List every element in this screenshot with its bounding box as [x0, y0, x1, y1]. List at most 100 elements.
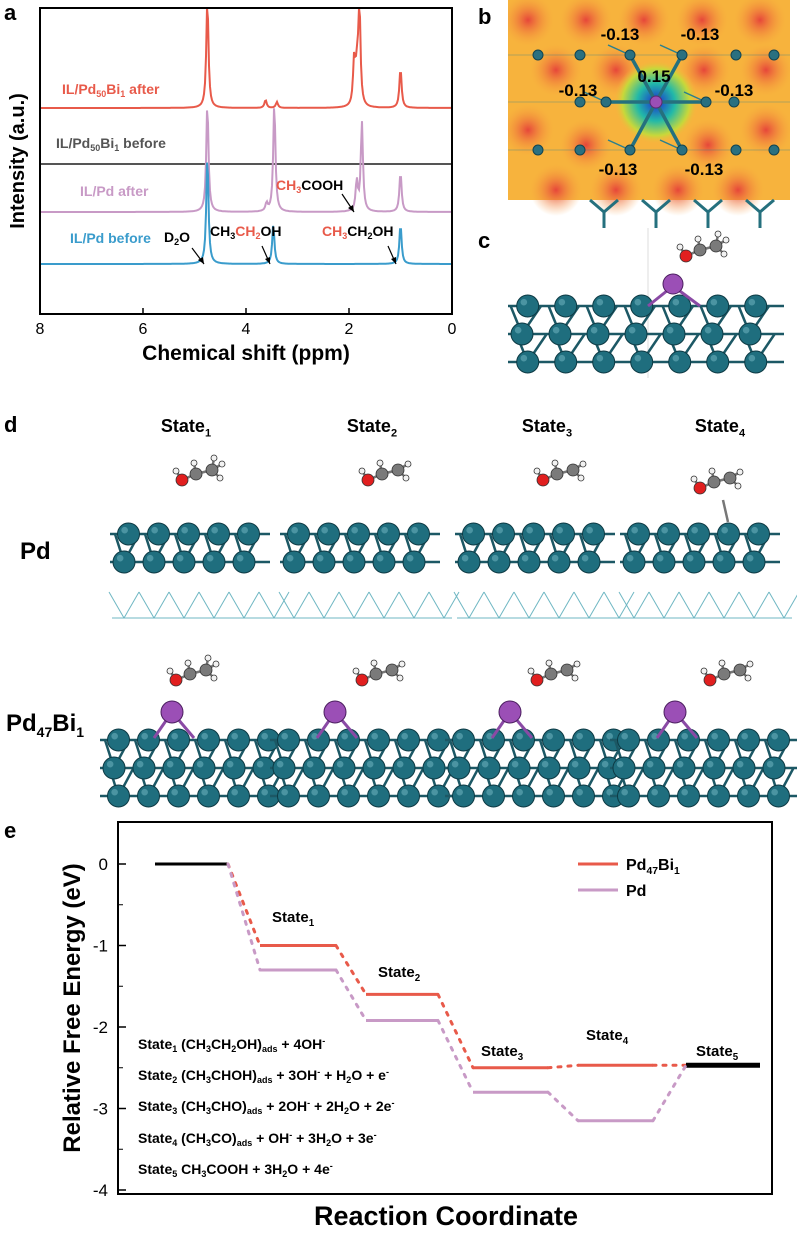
- oxygen-atom: [703, 673, 717, 687]
- oxygen-atom: [355, 673, 369, 687]
- energy-connector-Pd47Bi1: [226, 862, 262, 947]
- atom-highlight: [241, 526, 248, 534]
- support-line: [648, 591, 665, 619]
- atom-highlight: [456, 732, 463, 740]
- pd-atom: [132, 756, 156, 780]
- atom-highlight: [481, 760, 489, 768]
- pd-atom: [572, 728, 595, 752]
- charge-hotspot: [734, 0, 786, 46]
- atom-highlight: [106, 760, 114, 768]
- hydrogen-atom: [714, 230, 722, 238]
- carbon-atom: [723, 471, 737, 485]
- hydrogen-atom: [172, 467, 180, 475]
- pd-atom: [547, 550, 571, 574]
- atom-highlight: [651, 788, 658, 796]
- adsorbate-bond: [721, 499, 730, 523]
- carbon-atom: [707, 475, 721, 489]
- pd-atom: [507, 756, 531, 780]
- pd-atom: [532, 144, 544, 156]
- charge-map-lattice: [508, 44, 790, 228]
- atom-highlight: [276, 760, 284, 768]
- atom-highlight: [546, 732, 553, 740]
- atom-highlight: [281, 788, 288, 796]
- pd-atom: [167, 728, 190, 752]
- pd-atom: [452, 728, 475, 752]
- carbon-atom: [369, 667, 383, 681]
- pd-atom: [337, 728, 360, 752]
- pd-atom: [574, 144, 586, 156]
- atom-highlight: [646, 760, 654, 768]
- support-bond: [745, 198, 761, 214]
- atom-highlight: [346, 554, 354, 562]
- atom-highlight: [672, 354, 680, 362]
- pd-atom: [744, 350, 768, 374]
- pd-atom: [627, 522, 650, 546]
- hydrogen-atom: [736, 468, 744, 476]
- atom-highlight: [321, 526, 328, 534]
- support-line: [153, 591, 170, 619]
- hydrogen-atom: [533, 467, 541, 475]
- pd-atom: [676, 144, 688, 156]
- atom-highlight: [121, 526, 128, 534]
- atom-highlight: [741, 788, 748, 796]
- atom-highlight: [486, 788, 493, 796]
- atom-highlight: [341, 732, 348, 740]
- nmr-plot-frame: [39, 7, 453, 315]
- support-line: [168, 591, 185, 619]
- atom-highlight: [151, 526, 158, 534]
- hydrogen-atom: [218, 460, 226, 468]
- pd-atom: [542, 728, 565, 752]
- support-line: [783, 594, 797, 619]
- pd-atom: [552, 522, 575, 546]
- panel-label-d: d: [4, 412, 18, 437]
- oxygen-atom: [679, 249, 693, 263]
- pd-structure-1: [108, 454, 290, 619]
- support-line: [573, 591, 590, 619]
- atom-highlight: [704, 326, 712, 334]
- charge-hotspot: [508, 104, 554, 156]
- hydrogen-atom: [676, 243, 684, 251]
- support-line: [123, 591, 140, 619]
- atom-highlight: [491, 554, 499, 562]
- nmr-xtick-label: 4: [242, 321, 251, 338]
- support-line: [588, 591, 605, 619]
- atom-highlight: [634, 354, 642, 362]
- nmr-xtick-label: 0: [448, 321, 457, 338]
- nmr-series-group: [40, 7, 452, 265]
- pd-atom: [372, 550, 396, 574]
- pd-atom: [767, 728, 790, 752]
- pd-atom: [516, 350, 540, 374]
- atom-highlight: [751, 526, 758, 534]
- bi-atom: [649, 95, 663, 109]
- charge-hotspot: [560, 0, 612, 46]
- pd-atom: [768, 49, 780, 61]
- carbon-atom: [693, 243, 707, 257]
- pd-atom: [307, 784, 330, 808]
- atom-highlight: [141, 732, 148, 740]
- pd-atom: [747, 522, 770, 546]
- atom-highlight: [136, 760, 144, 768]
- energy-ylabel: Relative Free Energy (eV): [59, 863, 86, 1152]
- energy-equations: State1 (CH3CH2OH)ads + 4OH-State2 (CH3CH…: [138, 1036, 394, 1179]
- pd-structure-3: [453, 459, 635, 619]
- panel-d-slabs: [100, 454, 797, 808]
- atom-highlight: [336, 760, 344, 768]
- atom-highlight: [661, 526, 668, 534]
- charge-label-center: 0.15: [637, 67, 670, 86]
- pd-atom: [742, 550, 766, 574]
- atom-highlight: [596, 354, 604, 362]
- hydrogen-atom: [690, 475, 698, 483]
- atom-highlight: [621, 788, 628, 796]
- pd-atom: [712, 550, 736, 574]
- energy-connector-Pd: [226, 862, 262, 972]
- nmr-label-pd-before: IL/Pd before: [70, 230, 151, 246]
- pd-atom: [197, 728, 220, 752]
- atom-highlight: [716, 554, 724, 562]
- pd-atom: [700, 96, 712, 108]
- atom-highlight: [461, 554, 469, 562]
- pd-atom: [232, 550, 256, 574]
- charge-label-neighbor: -0.13: [681, 25, 720, 44]
- pd-atom: [277, 728, 300, 752]
